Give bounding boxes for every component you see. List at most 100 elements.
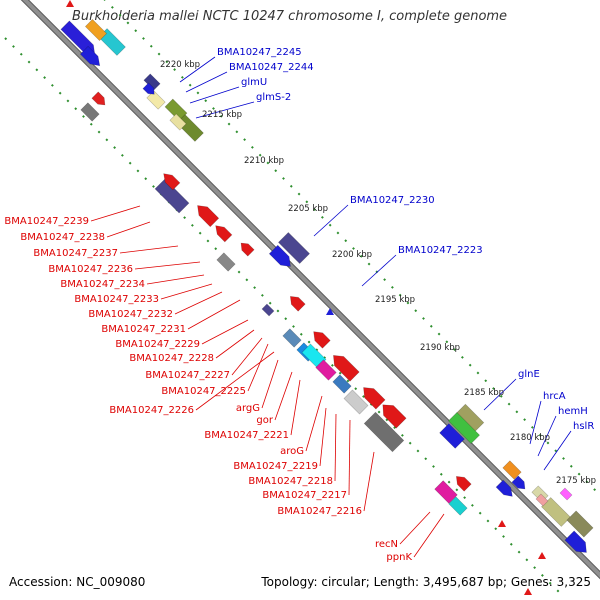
gene-glyph [448, 412, 480, 444]
reverse-leader-line [363, 451, 375, 512]
reverse-gene-label: BMA10247_2216 [277, 506, 362, 517]
gene-glyph [169, 113, 187, 131]
reverse-gene-label: BMA10247_2219 [233, 461, 318, 472]
gene-glyph [91, 91, 106, 106]
gene-box [448, 412, 480, 444]
reverse-gene-label: BMA10247_2221 [204, 430, 289, 441]
gene-labels: BMA10247_2245BMA10247_2244glmUglmS-2BMA1… [4, 47, 594, 563]
gene-arrow [382, 404, 407, 429]
gene-arrow [197, 205, 220, 228]
accession-text: Accession: NC_009080 [9, 575, 146, 589]
gene-box [154, 178, 190, 214]
reverse-gene-label: BMA10247_2218 [248, 476, 333, 487]
forward-gene-label: hrcA [543, 391, 566, 402]
gene-glyph [268, 244, 291, 267]
gene-glyph [80, 102, 100, 122]
gene-arrow [268, 244, 291, 267]
gene-box [261, 303, 275, 317]
gene-glyph [216, 252, 236, 272]
forward-gene-label: glmU [241, 77, 267, 88]
gene-box [146, 90, 166, 110]
reverse-gene-label: BMA10247_2229 [115, 339, 200, 350]
gene-glyph [163, 173, 181, 191]
gene-glyph [79, 45, 101, 67]
reverse-leader-line [160, 283, 213, 300]
gene-glyph [382, 404, 407, 429]
forward-leader-line [185, 71, 228, 93]
gene-arrow [511, 475, 526, 490]
gene-box [80, 102, 100, 122]
reverse-gene-label: BMA10247_2217 [262, 490, 347, 501]
reverse-leader-line [231, 337, 263, 376]
reverse-gene-label: argG [236, 403, 260, 414]
reverse-gene-label: BMA10247_2226 [109, 405, 194, 416]
gene-glyph [495, 479, 513, 497]
reverse-leader-line [413, 513, 445, 558]
gene-glyph [511, 475, 526, 490]
reverse-gene-label: BMA10247_2225 [161, 386, 246, 397]
gene-glyph [315, 359, 337, 381]
gene-glyph [535, 493, 549, 507]
gene-glyph [261, 303, 275, 317]
map-title: Burkholderia mallei NCTC 10247 chromosom… [72, 9, 508, 24]
scale-tick-label: 2200 kbp [332, 250, 372, 260]
gene-glyph [343, 389, 369, 415]
gene-arrow [313, 331, 331, 349]
reverse-gene-label: BMA10247_2239 [4, 216, 89, 227]
forward-gene-label: BMA10247_2244 [229, 62, 314, 73]
small-arrow-mark [498, 520, 506, 527]
gene-arrow [495, 479, 513, 497]
gene-arrow [289, 295, 306, 312]
gene-arrow [142, 82, 155, 95]
small-arrow-mark [538, 552, 546, 559]
reverse-leader-line [90, 205, 141, 222]
gene-box [363, 411, 405, 453]
gene-box [282, 328, 302, 348]
gene-glyph [363, 387, 386, 410]
gene-glyph [439, 423, 465, 449]
forward-gene-label: BMA10247_2230 [350, 195, 435, 206]
gene-arrow [91, 91, 106, 106]
gene-glyph [333, 355, 360, 382]
gene-glyph [448, 496, 468, 516]
reverse-gene-label: BMA10247_2236 [48, 264, 133, 275]
gene-arrow [163, 173, 181, 191]
gene-arrow [215, 225, 233, 243]
reverse-gene-label: BMA10247_2232 [88, 309, 173, 320]
gene-arrow [363, 387, 386, 410]
reverse-leader-line [134, 261, 201, 270]
reverse-leader-line [247, 343, 269, 392]
forward-leader-line [189, 86, 240, 104]
forward-leader-line [179, 56, 216, 83]
gene-box [278, 232, 310, 264]
gene-arrow [333, 355, 360, 382]
topology-summary: Topology: circular; Length: 3,495,687 bp… [261, 575, 591, 589]
gene-glyph [332, 374, 352, 394]
reverse-leader-line [274, 371, 293, 421]
reverse-leader-line [305, 395, 323, 452]
reverse-gene-label: BMA10247_2237 [33, 248, 118, 259]
reverse-leader-line [399, 511, 431, 545]
reverse-leader-line [119, 245, 179, 254]
gene-glyph [363, 411, 405, 453]
forward-leader-line [195, 101, 255, 119]
gene-box [84, 18, 108, 42]
reverse-gene-label: recN [375, 539, 398, 550]
gene-glyph [154, 178, 190, 214]
gene-glyph [434, 480, 458, 504]
forward-gene-label: glnE [518, 369, 540, 380]
gene-glyph [215, 225, 233, 243]
scale-tick-label: 2175 kbp [556, 476, 596, 486]
reverse-leader-line [290, 379, 301, 436]
reverse-leader-line [146, 274, 205, 285]
forward-leader-line [529, 400, 542, 445]
reverse-gene-label: BMA10247_2231 [101, 324, 186, 335]
reverse-leader-line [187, 299, 241, 330]
small-arrow-mark [524, 588, 532, 595]
reverse-leader-line [334, 413, 337, 482]
gene-box [169, 113, 187, 131]
gene-glyph [313, 331, 331, 349]
